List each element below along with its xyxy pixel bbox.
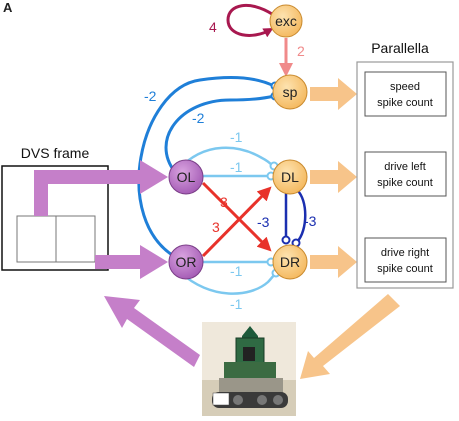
neuron-sp-label: sp (283, 84, 298, 100)
output-drive-left-line1: drive left (384, 161, 426, 173)
output-drive-right-line1: drive right (381, 247, 429, 259)
output-speed-line1: speed (390, 81, 420, 93)
dvs-left-cell (16, 215, 57, 263)
neuron-dl-label: DL (281, 169, 299, 185)
neuron-sp: sp (272, 74, 308, 110)
weight-sp-to-dl-outer: -1 (230, 129, 243, 145)
robot-photo (202, 322, 296, 416)
neuron-dl: DL (272, 159, 308, 195)
parallella-board: Parallella speed spike count drive left … (356, 40, 454, 289)
neuron-dr: DR (272, 244, 308, 280)
output-speed-line2: spike count (377, 97, 433, 109)
neuron-ol-label: OL (177, 169, 196, 185)
dvs-input-arrows (34, 160, 168, 279)
parallella-title: Parallella (371, 40, 429, 56)
exc-to-sp-connection: 2 (279, 38, 305, 77)
neuron-or: OR (168, 244, 204, 280)
weight-or-to-sp: -2 (192, 110, 205, 126)
weight-ol-to-sp: -2 (144, 88, 157, 104)
cross-excitatory-connections: 3 3 (201, 181, 272, 258)
weight-dl-dr-outer: -3 (304, 213, 317, 229)
weight-exc-self: 4 (209, 19, 217, 35)
panel-label: A (3, 0, 13, 15)
output-drive-right: drive right spike count (364, 237, 447, 283)
weight-dl-dr-inner: -3 (257, 214, 270, 230)
dvs-right-cell (55, 215, 96, 263)
weight-sp-to-dl-inner: -1 (230, 159, 243, 175)
mutual-inhibition-connections: -3 -3 (257, 189, 317, 248)
neuron-ol: OL (168, 159, 204, 195)
output-drive-right-line2: spike count (377, 263, 433, 275)
output-drive-left: drive left spike count (364, 151, 447, 197)
output-drive-left-line2: spike count (377, 177, 433, 189)
output-speed: speed spike count (364, 71, 447, 117)
dvs-frame-title: DVS frame (21, 145, 90, 161)
inhibitory-to-sp-connections: -2 -2 (137, 76, 280, 260)
inhibitory-to-dl-dr-connections: -1 -1 -1 -1 (177, 129, 281, 312)
output-arrows (310, 78, 357, 278)
neuron-exc: exc (269, 4, 303, 38)
neuron-dr-label: DR (280, 254, 300, 270)
weight-or-to-dl: 3 (212, 219, 220, 235)
weight-sp-to-dr-inner: -1 (230, 263, 243, 279)
weight-ol-to-dr: 3 (220, 194, 228, 210)
neuron-or-label: OR (176, 254, 197, 270)
robot-to-dvs-arrow (104, 296, 200, 367)
exc-self-connection: 4 (209, 3, 274, 38)
parallella-to-robot-arrow (300, 294, 400, 379)
weight-sp-to-dr-outer: -1 (230, 296, 243, 312)
dvs-frame: DVS frame (1, 145, 109, 271)
neuron-exc-label: exc (275, 13, 297, 29)
weight-exc-to-sp: 2 (297, 43, 305, 59)
